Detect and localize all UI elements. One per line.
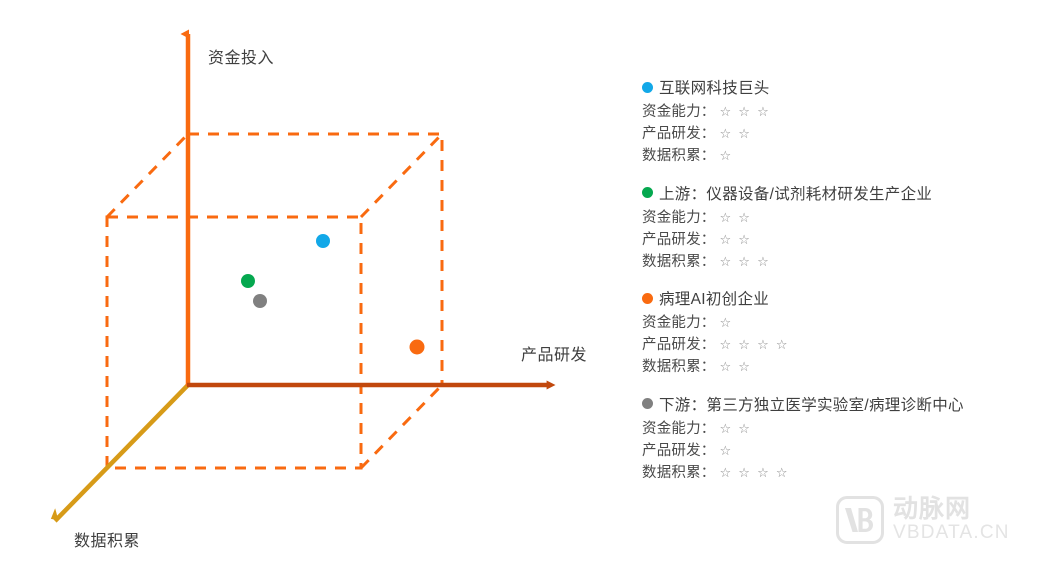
data-point [316, 234, 330, 248]
legend-rating-stars: ☆ [719, 443, 733, 459]
legend-rating-stars: ☆ [719, 149, 733, 165]
legend-rating-row: 产品研发：☆ [642, 440, 1050, 462]
legend-group: 互联网科技巨头资金能力：☆ ☆ ☆产品研发：☆ ☆数据积累：☆ [642, 76, 1050, 168]
legend-bullet-icon [642, 81, 653, 93]
cube-edge-top-left [105, 132, 190, 219]
legend-group: 上游：仪器设备/试剂耗材研发生产企业资金能力：☆ ☆产品研发：☆ ☆数据积累：☆… [642, 182, 1050, 274]
data-point [409, 339, 425, 355]
legend-group-header: 病理AI初创企业 [642, 287, 1050, 309]
legend-rating-row: 数据积累：☆ ☆ [642, 356, 1050, 378]
legend-rating-row: 产品研发：☆ ☆ [642, 123, 1050, 145]
legend-rating-stars: ☆ ☆ [719, 360, 752, 376]
legend-group-title: 病理AI初创企业 [659, 291, 770, 309]
axis-z-line [50, 383, 190, 523]
legend-group-header: 下游：第三方独立医学实验室/病理诊断中心 [642, 393, 1050, 415]
legend-rating-row: 数据积累：☆ ☆ ☆ [642, 251, 1050, 273]
legend-rating-row: 资金能力：☆ ☆ ☆ [642, 101, 1050, 123]
legend-rating-stars: ☆ ☆ ☆ ☆ [719, 465, 790, 481]
legend-rating-row: 产品研发：☆ ☆ [642, 229, 1050, 251]
legend-rating-label: 产品研发： [642, 126, 716, 143]
legend: 互联网科技巨头资金能力：☆ ☆ ☆产品研发：☆ ☆数据积累：☆上游：仪器设备/试… [642, 76, 1050, 484]
data-point [241, 274, 255, 288]
legend-rating-stars: ☆ ☆ ☆ [719, 254, 771, 270]
legend-group: 病理AI初创企业资金能力：☆产品研发：☆ ☆ ☆ ☆数据积累：☆ ☆ [642, 287, 1050, 379]
legend-rating-row: 数据积累：☆ ☆ ☆ ☆ [642, 462, 1050, 484]
plot-vector-layer [50, 29, 556, 523]
legend-rating-row: 资金能力：☆ ☆ [642, 418, 1050, 440]
legend-rating-stars: ☆ ☆ ☆ ☆ [719, 338, 790, 354]
legend-bullet-icon [642, 187, 653, 199]
cube-edge-bottom-right [359, 383, 444, 470]
legend-rating-stars: ☆ ☆ ☆ [719, 105, 771, 120]
legend-group-header: 互联网科技巨头 [642, 76, 1050, 98]
legend-group-title: 上游：仪器设备/试剂耗材研发生产企业 [659, 185, 933, 203]
legend-rating-row: 资金能力：☆ [642, 312, 1050, 334]
watermark-logo-icon [836, 496, 884, 544]
legend-rating-row: 资金能力：☆ ☆ [642, 207, 1050, 229]
legend-rating-label: 产品研发： [642, 231, 716, 248]
legend-rating-stars: ☆ [719, 316, 733, 332]
legend-rating-stars: ☆ ☆ [719, 127, 752, 143]
legend-rating-label: 数据积累： [642, 359, 716, 376]
legend-rating-label: 资金能力： [642, 209, 716, 226]
scatter-plot-3d: 资金投入 产品研发 数据积累 [50, 29, 588, 550]
legend-rating-label: 数据积累： [642, 148, 716, 165]
axis-y-label: 资金投入 [208, 50, 275, 67]
legend-group-title: 下游：第三方独立医学实验室/病理诊断中心 [659, 396, 964, 414]
legend-rating-row: 数据积累：☆ [642, 145, 1050, 167]
axis-z-label: 数据积累 [74, 533, 141, 550]
legend-bullet-icon [642, 398, 653, 410]
legend-rating-label: 资金能力： [642, 104, 716, 120]
legend-rating-row: 产品研发：☆ ☆ ☆ ☆ [642, 334, 1050, 356]
legend-rating-stars: ☆ ☆ [719, 210, 752, 226]
watermark-brand-en: VBDATA.CN [893, 521, 1010, 543]
legend-bullet-icon [642, 292, 653, 304]
legend-group: 下游：第三方独立医学实验室/病理诊断中心资金能力：☆ ☆产品研发：☆数据积累：☆… [642, 393, 1050, 485]
legend-rating-label: 产品研发： [642, 337, 716, 354]
legend-rating-stars: ☆ ☆ [719, 232, 752, 248]
legend-group-title: 互联网科技巨头 [659, 80, 770, 97]
legend-rating-label: 数据积累： [642, 253, 716, 270]
legend-rating-stars: ☆ ☆ [719, 421, 752, 437]
legend-group-header: 上游：仪器设备/试剂耗材研发生产企业 [642, 182, 1050, 204]
axis-x-label: 产品研发 [521, 347, 588, 364]
data-point [253, 294, 267, 308]
legend-rating-label: 资金能力： [642, 420, 716, 437]
legend-rating-label: 产品研发： [642, 442, 716, 459]
legend-rating-label: 数据积累： [642, 464, 716, 481]
cube-edge-top-right [359, 132, 444, 219]
watermark-brand-cn: 动脉网 [893, 494, 972, 524]
legend-rating-label: 资金能力： [642, 315, 716, 332]
watermark-text: 动脉网 VBDATA.CN [893, 496, 1010, 543]
watermark: 动脉网 VBDATA.CN [836, 496, 1010, 544]
